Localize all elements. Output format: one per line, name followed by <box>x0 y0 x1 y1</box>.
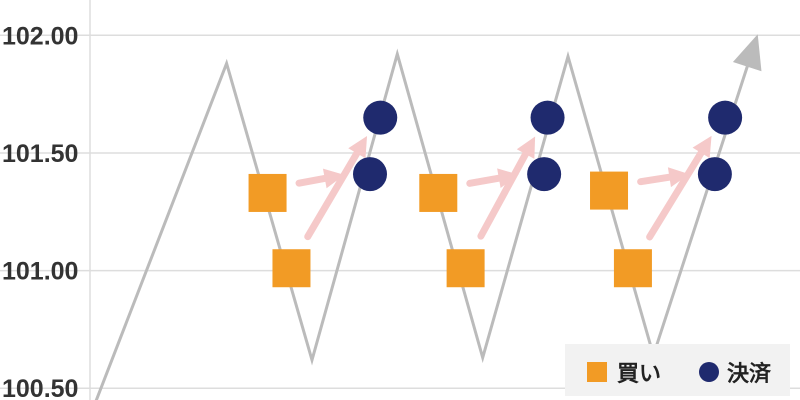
markers <box>248 100 743 288</box>
legend-settle-label: 決済 <box>727 361 772 387</box>
trade-arrow <box>295 168 345 189</box>
buy-marker <box>446 249 485 288</box>
settle-marker <box>530 100 565 135</box>
settle-marker <box>697 157 732 192</box>
settle-marker <box>527 157 562 192</box>
y-tick-label: 101.00 <box>2 258 78 286</box>
buy-marker <box>590 171 629 210</box>
trade-arrow <box>477 136 536 240</box>
buy-marker <box>613 249 652 288</box>
trade-arrow <box>304 136 368 241</box>
trade-arrows <box>295 135 712 241</box>
settle-marker <box>708 100 743 135</box>
trade-arrow <box>646 135 712 241</box>
legend-settle-marker <box>699 362 719 382</box>
buy-marker <box>272 249 311 288</box>
legend-buy-marker <box>587 362 607 382</box>
price-line-arrowhead <box>732 34 762 72</box>
legend: 買い 決済 <box>565 344 790 396</box>
y-tick-label: 100.50 <box>2 375 78 400</box>
y-tick-label: 101.50 <box>2 140 78 168</box>
buy-marker <box>419 173 458 212</box>
legend-buy-label: 買い <box>617 362 661 387</box>
settle-marker <box>363 100 398 135</box>
y-tick-labels: 100.50 101.00 101.50 102.00 <box>2 22 78 400</box>
y-tick-label: 102.00 <box>2 22 78 50</box>
buy-marker <box>248 173 287 212</box>
trade-arrow <box>637 167 690 188</box>
settle-marker <box>353 157 387 192</box>
